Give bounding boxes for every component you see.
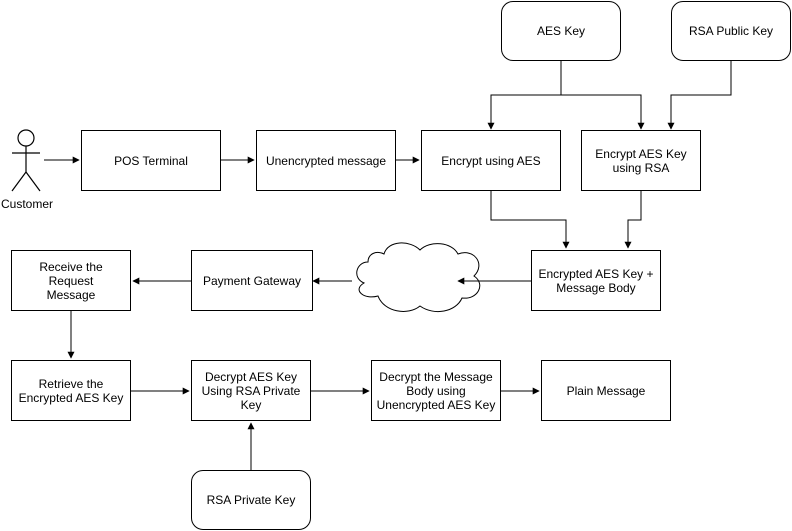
edge-encrypt-aes-to-bundle <box>490 191 570 249</box>
plain-message-node: Plain Message <box>541 360 671 421</box>
encrypted-bundle-node: Encrypted AES Key + Message Body <box>531 250 661 311</box>
retrieve-key-node: Retrieve the Encrypted AES Key <box>11 360 131 421</box>
receive-request-node: Receive the Request Message <box>11 250 131 311</box>
payment-gateway-node: Payment Gateway <box>191 250 313 311</box>
pos-terminal-node: POS Terminal <box>81 130 221 191</box>
edge-aeskey-to-encrypt-rsa <box>561 94 645 130</box>
edge-rsapub-to-encrypt-rsa <box>667 61 732 130</box>
decrypt-body-node: Decrypt the Message Body using Unencrypt… <box>371 360 501 421</box>
rsa-private-key-node: RSA Private Key <box>191 470 311 530</box>
aes-key-node: AES Key <box>501 1 621 61</box>
rsa-public-key-node: RSA Public Key <box>671 1 791 61</box>
encrypt-aes-key-rsa-node: Encrypt AES Key using RSA <box>581 130 701 191</box>
encrypt-aes-node: Encrypt using AES <box>421 130 561 191</box>
customer-label: Customer <box>0 197 53 211</box>
network-cloud-icon <box>356 242 481 313</box>
customer-actor-icon <box>11 129 41 192</box>
edge-aeskey-to-encrypt-aes <box>487 61 562 130</box>
unencrypted-message-node: Unencrypted message <box>256 130 396 191</box>
decrypt-aes-key-node: Decrypt AES Key Using RSA Private Key <box>191 360 311 421</box>
edge-encrypt-rsa-to-bundle <box>624 191 642 249</box>
